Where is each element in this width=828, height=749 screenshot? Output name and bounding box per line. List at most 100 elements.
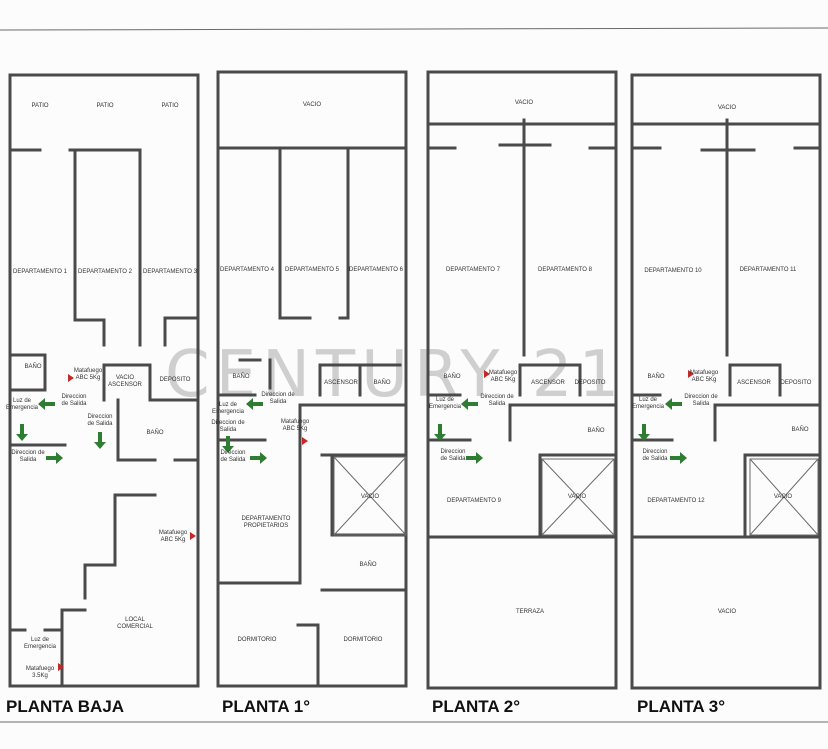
room-label-line: Direccion xyxy=(642,449,667,455)
room-label-line: Luz de xyxy=(219,402,238,408)
exit-arrow-icon xyxy=(670,452,687,464)
room-label-line: TERRAZA xyxy=(516,609,544,615)
room-label-line: ABC 5Kg xyxy=(161,537,186,543)
room-label-line: Direccion xyxy=(87,414,112,420)
plan-title-planta-3: PLANTA 3° xyxy=(637,697,726,716)
room-label-line: Emergencia xyxy=(6,405,39,411)
room-label-line: ABC 5Kg xyxy=(491,377,516,383)
room-label-line: DEPARTAMENTO 9 xyxy=(447,498,502,504)
room-label-line: Direccion de xyxy=(261,392,295,398)
room-label: ASCENSOR xyxy=(324,380,358,386)
room-label-line: BAÑO xyxy=(232,373,249,380)
room-label-line: Direccion xyxy=(61,394,86,400)
fire-extinguisher-icon xyxy=(484,370,490,378)
room-label-line: ASCENSOR xyxy=(108,382,142,388)
room-label: DEPARTAMENTO 12 xyxy=(647,498,705,504)
room-label-line: BAÑO xyxy=(146,429,163,436)
exit-arrow-icon xyxy=(16,424,28,441)
plan-1-walls xyxy=(216,70,408,688)
room-label-line: BAÑO xyxy=(359,561,376,568)
plan-title-planta-baja: PLANTA BAJA xyxy=(6,697,125,716)
room-label: BAÑO xyxy=(443,373,460,380)
void-cross xyxy=(333,456,407,536)
room-label-line: BAÑO xyxy=(647,373,664,380)
room-label: ASCENSOR xyxy=(737,380,771,386)
room-label-line: DEPOSITO xyxy=(575,380,606,386)
watermark-logo: CENTURY 21 xyxy=(165,338,625,412)
room-label-line: DEPARTAMENTO 12 xyxy=(647,498,705,504)
room-label: VACIO xyxy=(718,105,737,111)
room-label-line: COMERCIAL xyxy=(117,624,153,630)
room-label-line: Salida xyxy=(693,401,710,407)
room-label: DEPARTAMENTO 2 xyxy=(78,269,133,275)
room-label-line: VACIO xyxy=(303,102,322,108)
room-label-line: DEPOSITO xyxy=(160,377,191,383)
room-label-line: Luz de xyxy=(31,637,50,643)
plan-2-walls xyxy=(426,70,618,690)
room-label: PATIO xyxy=(96,103,113,109)
room-label-line: PATIO xyxy=(96,103,113,109)
room-label: VACIO xyxy=(361,494,380,500)
room-label-line: VACIO xyxy=(718,609,737,615)
plan-title-planta-1: PLANTA 1° xyxy=(222,697,311,716)
room-label: DORMITORIO xyxy=(344,637,383,643)
room-label-line: de Salida xyxy=(642,456,668,462)
room-label-line: DEPARTAMENTO 4 xyxy=(220,267,275,273)
room-label-line: ABC 5Kg xyxy=(76,375,101,381)
room-label-line: Emergencia xyxy=(24,644,57,650)
room-label-line: Direccion xyxy=(220,450,245,456)
room-label-line: DEPARTAMENTO 8 xyxy=(538,267,593,273)
room-label-line: PATIO xyxy=(31,103,48,109)
room-label: DEPARTAMENTO 7 xyxy=(446,267,501,273)
room-label: PATIO xyxy=(31,103,48,109)
room-label: BAÑO xyxy=(373,379,390,386)
exit-arrow-icon xyxy=(461,398,478,410)
room-label-line: DEPARTAMENTO 6 xyxy=(349,267,404,273)
room-label: VACIO xyxy=(774,494,793,500)
room-label: DEPARTAMENTO 8 xyxy=(538,267,593,273)
room-label-line: DEPARTAMENTO 1 xyxy=(13,269,68,275)
plan-title-planta-2: PLANTA 2° xyxy=(432,697,521,716)
room-label: VACIO xyxy=(515,100,534,106)
room-label-line: ASCENSOR xyxy=(324,380,358,386)
room-label: DEPARTAMENTO 10 xyxy=(644,268,702,274)
room-label-line: BAÑO xyxy=(587,427,604,434)
room-label-line: Matafuego xyxy=(74,368,103,374)
exit-arrow-icon xyxy=(250,452,267,464)
room-label-line: DORMITORIO xyxy=(238,637,277,643)
room-label-line: BAÑO xyxy=(791,426,808,433)
room-label-line: de Salida xyxy=(440,456,466,462)
room-label-line: Matafuego xyxy=(690,370,719,376)
room-label-line: PROPIETARIOS xyxy=(244,523,289,529)
room-label: TERRAZA xyxy=(516,609,544,615)
room-label-line: DEPARTAMENTO 3 xyxy=(143,269,198,275)
room-label: BAÑO xyxy=(647,373,664,380)
room-label-line: DEPARTAMENTO 11 xyxy=(740,267,797,273)
room-label-line: ABC 5Kg xyxy=(283,426,308,432)
room-label: VACIO xyxy=(718,609,737,615)
void-cross xyxy=(749,458,819,536)
room-label: BAÑO xyxy=(791,426,808,433)
exit-arrow-icon xyxy=(665,398,682,410)
room-label: DEPARTAMENTO 9 xyxy=(447,498,502,504)
room-label-line: Luz de xyxy=(13,398,32,404)
exit-arrow-icon xyxy=(466,452,483,464)
room-label-line: Direccion de xyxy=(480,394,514,400)
room-label: DEPOSITO xyxy=(575,380,606,386)
room-label-line: Matafuego xyxy=(159,530,188,536)
room-label-line: Emergencia xyxy=(212,409,245,415)
